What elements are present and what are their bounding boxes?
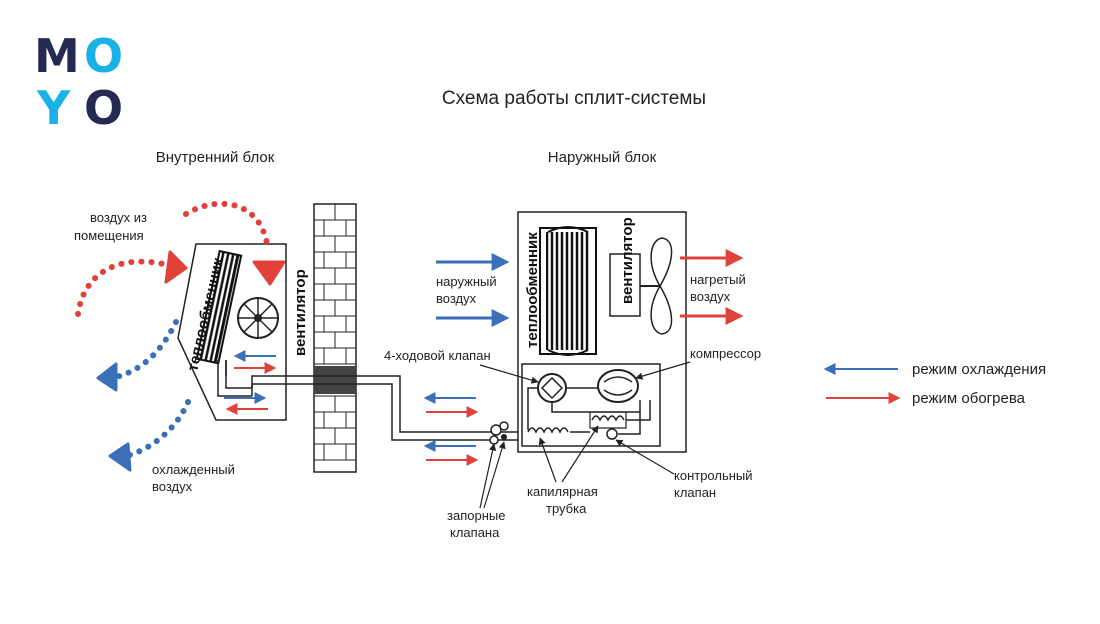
cooled-air-label-line2: воздух — [152, 479, 193, 494]
logo-letter-o-bottom: O — [84, 81, 123, 135]
compressor-label: компрессор — [690, 346, 761, 361]
room-air-label-line1: воздух из — [90, 210, 147, 225]
outdoor-heat-exchanger-label: теплообменник — [524, 232, 541, 348]
capillary-tube-label-line1: капилярная — [527, 484, 598, 499]
logo-letter-o-top: O — [84, 29, 123, 83]
cooled-air-label-line1: охлажденный — [152, 462, 235, 477]
outdoor-fan-icon — [640, 237, 673, 335]
four-way-valve-icon — [537, 373, 567, 403]
compressor-icon — [597, 369, 639, 403]
shutoff-valves-label-line1: запорные — [447, 508, 505, 523]
outdoor-fan-label: вентилятор — [619, 217, 636, 304]
logo-letter-y: Y — [36, 81, 71, 135]
room-air-label-line2: помещения — [74, 228, 144, 243]
outdoor-air-label-line2: воздух — [436, 291, 477, 306]
cooled-air-out-arrow-1 — [109, 319, 179, 381]
heated-air-label-line2: воздух — [690, 289, 731, 304]
cooled-air-out-arrow-2 — [123, 399, 191, 459]
legend: режим охлаждения режим обогрева — [823, 361, 1046, 407]
four-way-valve-label: 4-ходовой клапан — [384, 348, 491, 363]
indoor-heat-exchanger — [195, 249, 243, 365]
capillary-tube-label-line2: трубка — [546, 501, 587, 516]
logo-letter-m: M — [34, 29, 80, 83]
indoor-unit: теплообменник вентилятор — [177, 243, 309, 421]
shutoff-valves-label-line2: клапана — [450, 525, 500, 540]
outdoor-unit: теплообменник вентилятор — [517, 211, 687, 453]
indoor-fan-label: вентилятор — [292, 269, 309, 356]
legend-cooling-label: режим охлаждения — [912, 361, 1046, 378]
brand-logo: M O Y O — [34, 29, 123, 135]
check-valve-label-line2: клапан — [674, 485, 716, 500]
indoor-unit-heading: Внутренний блок — [156, 149, 275, 166]
heated-air-label-line1: нагретый — [690, 272, 746, 287]
diagram-title: Схема работы сплит-системы — [442, 88, 706, 109]
room-air-top-arrow — [183, 200, 271, 253]
outdoor-fan-motor — [609, 253, 641, 317]
outdoor-air-label-line1: наружный — [436, 274, 497, 289]
shutoff-valves-icon — [489, 421, 509, 445]
room-air-in-arrow — [75, 258, 175, 317]
check-valve-label-line1: контрольный — [674, 468, 753, 483]
brick-wall — [313, 203, 357, 473]
outdoor-unit-heading: Наружный блок — [548, 149, 657, 166]
indoor-fan-icon — [237, 297, 279, 339]
indoor-airflow — [75, 200, 286, 472]
legend-heating-label: режим обогрева — [912, 390, 1026, 407]
